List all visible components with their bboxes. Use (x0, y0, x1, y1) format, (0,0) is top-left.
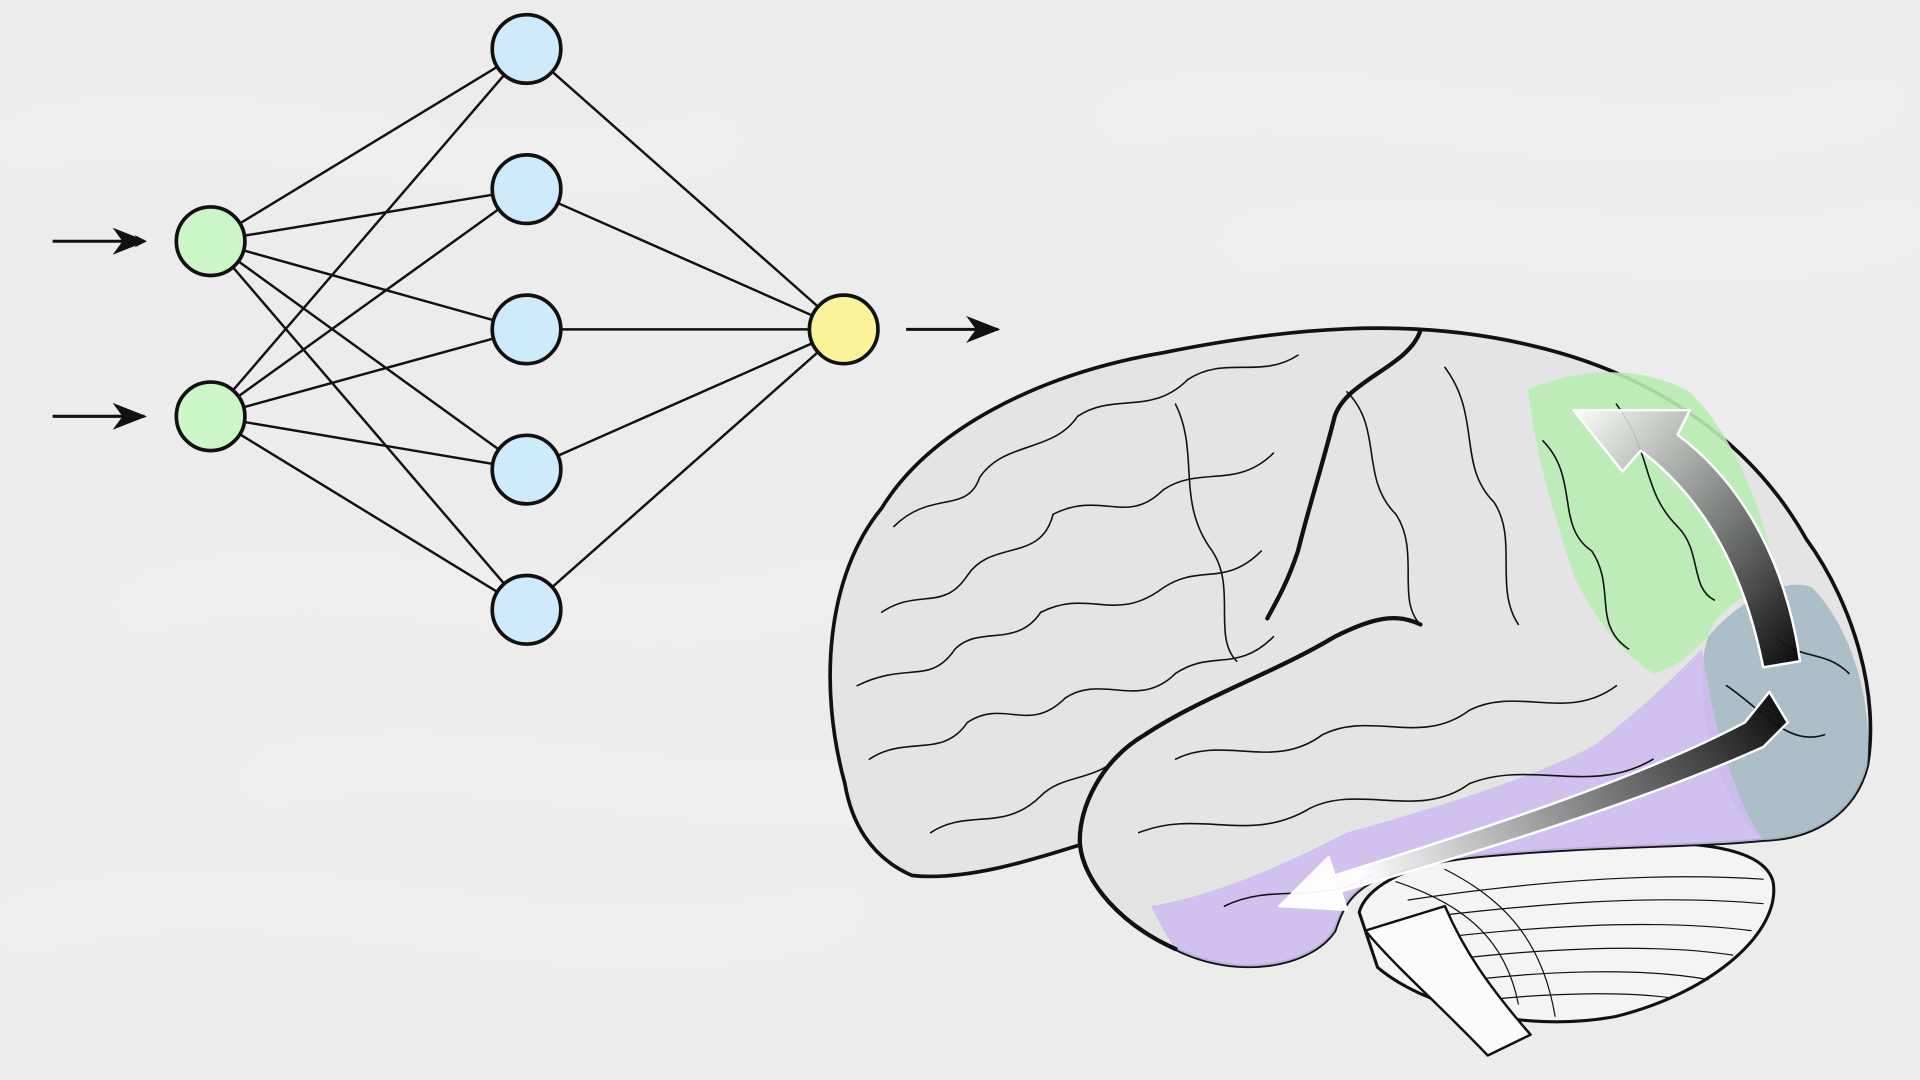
hidden-node (490, 153, 563, 226)
network-edge (209, 240, 528, 611)
input-arrowhead-2 (112, 402, 147, 430)
input-node (174, 380, 247, 453)
temporal-lobe-outline (1077, 732, 1178, 952)
network-edge (209, 188, 528, 418)
region-parietal-green (1528, 372, 1776, 674)
ventral-stream-arrow (1278, 690, 1789, 912)
network-edge (210, 240, 527, 331)
lateral-sulcus (1142, 616, 1423, 737)
brainstem (1364, 904, 1532, 1057)
network-edge (209, 47, 528, 243)
region-occipital-slate (1702, 584, 1869, 840)
hidden-node (490, 573, 563, 646)
hidden-node (490, 433, 563, 506)
network-nodes (174, 12, 880, 646)
network-edge (210, 415, 527, 471)
network-edge (526, 328, 845, 471)
input-arrowhead-1 (112, 227, 147, 255)
network-edges (209, 47, 845, 611)
cerebellum-folia (1395, 868, 1764, 1017)
network-edge (209, 415, 528, 611)
output-arrowhead (966, 315, 1001, 343)
input-node (174, 205, 247, 278)
network-edge (209, 48, 528, 418)
hidden-node (490, 293, 563, 366)
output-node (807, 293, 880, 366)
network-edge (525, 48, 845, 331)
network-edge (210, 187, 527, 243)
network-edge (526, 188, 845, 331)
network-edge (210, 328, 527, 418)
network-edge (525, 328, 845, 611)
background-texture (0, 88, 1920, 948)
central-sulcus (1265, 328, 1423, 621)
hidden-node (490, 12, 563, 86)
network-edge (209, 240, 528, 471)
dorsal-stream-arrow (1572, 408, 1802, 669)
brain-illustration (828, 326, 1873, 1057)
